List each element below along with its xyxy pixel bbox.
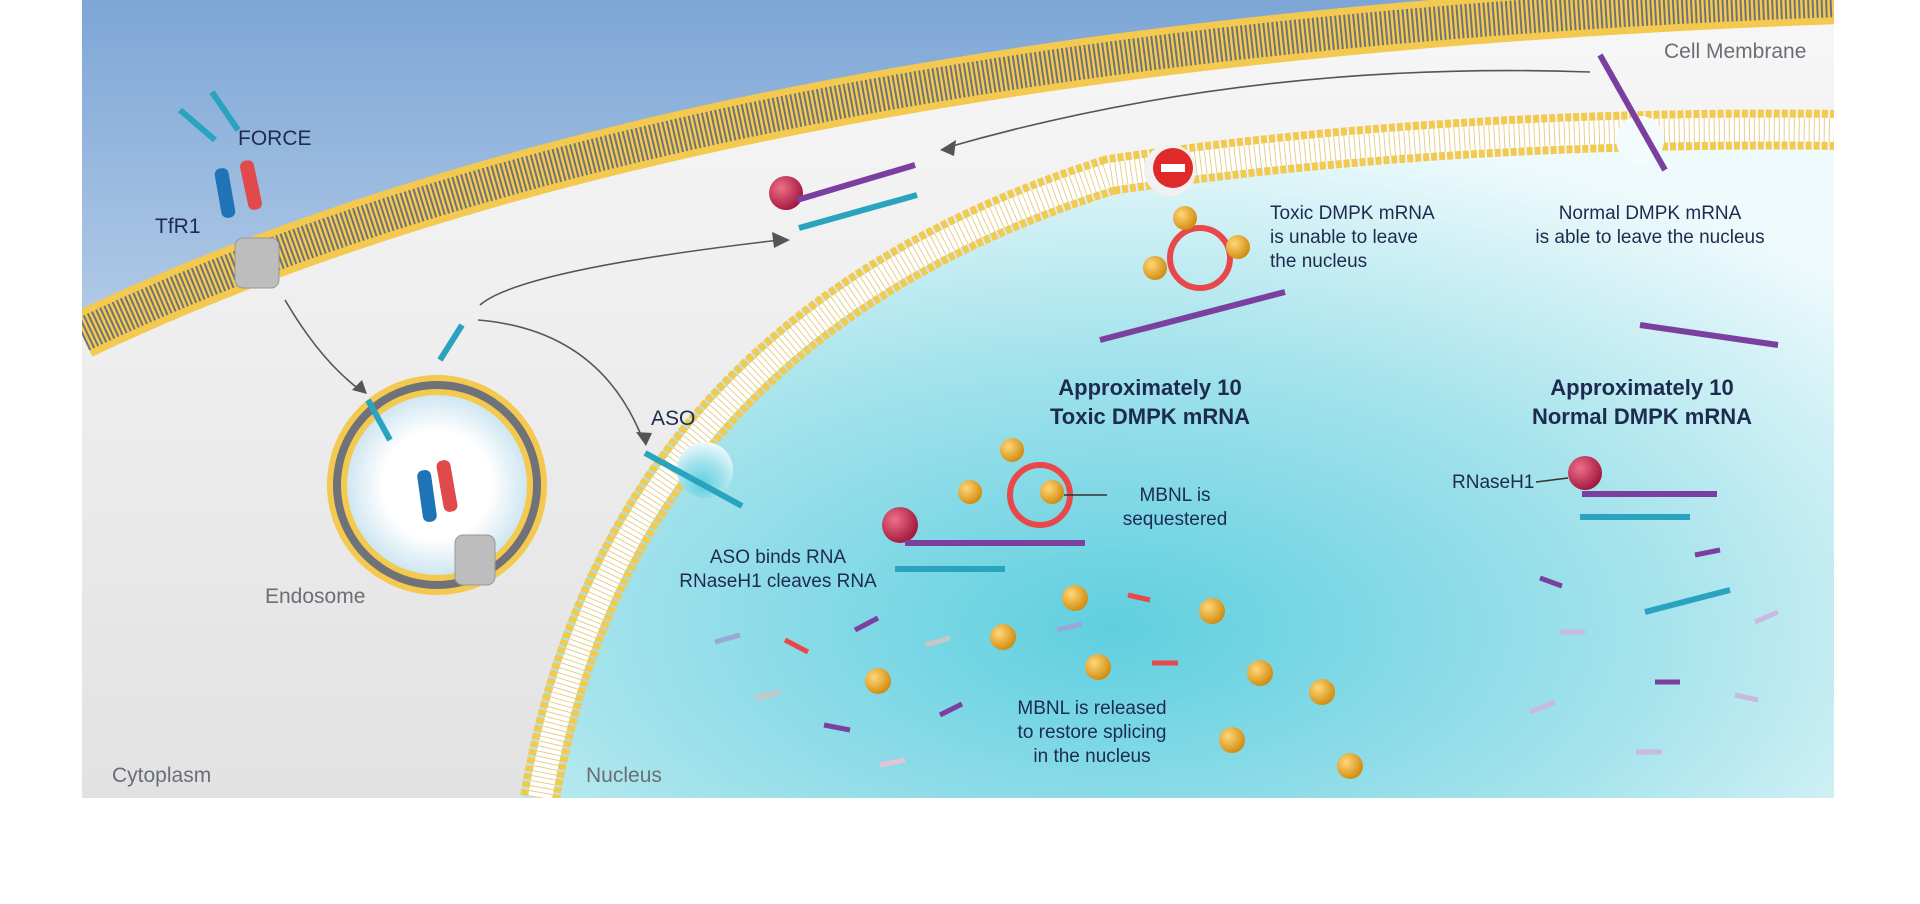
aso-strand bbox=[437, 323, 465, 362]
endosome-receptor-icon bbox=[365, 398, 496, 586]
cytoplasm-rnaseh1-complex bbox=[769, 162, 918, 231]
mbnl-sequestered-label: MBNL is sequestered bbox=[1122, 485, 1228, 530]
mbnl-released-label: MBNL is released to restore splicing in … bbox=[1017, 698, 1167, 767]
pathway-arrows bbox=[284, 69, 1591, 441]
normal-able-label: Normal DMPK mRNA is able to leave the nu… bbox=[1535, 203, 1765, 248]
toxic-mrna-complex bbox=[882, 438, 1107, 572]
rnaseh1-label: RNaseH1 bbox=[1452, 472, 1535, 493]
aso-label: ASO bbox=[651, 407, 696, 430]
toxic-count-label: Approximately 10 Toxic DMPK mRNA bbox=[1049, 375, 1251, 429]
rnaseh1-icon bbox=[1535, 456, 1731, 615]
rna-fragments bbox=[714, 547, 1779, 768]
normal-mrna-exiting bbox=[1597, 53, 1668, 172]
aso-binds-label: ASO binds RNA RNaseH1 cleaves RNA bbox=[679, 547, 877, 592]
mbnl-icon bbox=[865, 585, 1363, 779]
cytoplasm-label: Cytoplasm bbox=[112, 764, 212, 787]
endosome-label: Endosome bbox=[265, 585, 366, 608]
toxic-mrna-at-pore bbox=[1099, 206, 1286, 343]
nucleus-label: Nucleus bbox=[586, 764, 662, 787]
receptor-icon bbox=[178, 90, 280, 289]
cell-membrane-label: Cell Membrane bbox=[1664, 40, 1807, 63]
force-label: FORCE bbox=[238, 127, 312, 150]
aso-at-pore bbox=[643, 450, 744, 509]
normal-count-label: Approximately 10 Normal DMPK mRNA bbox=[1531, 375, 1753, 429]
endosome bbox=[327, 375, 547, 595]
block-icon bbox=[1153, 148, 1193, 188]
normal-mrna-free bbox=[1639, 322, 1779, 348]
toxic-unable-label: Toxic DMPK mRNA is unable to leave the n… bbox=[1270, 203, 1435, 272]
tfr1-label: TfR1 bbox=[155, 215, 201, 238]
